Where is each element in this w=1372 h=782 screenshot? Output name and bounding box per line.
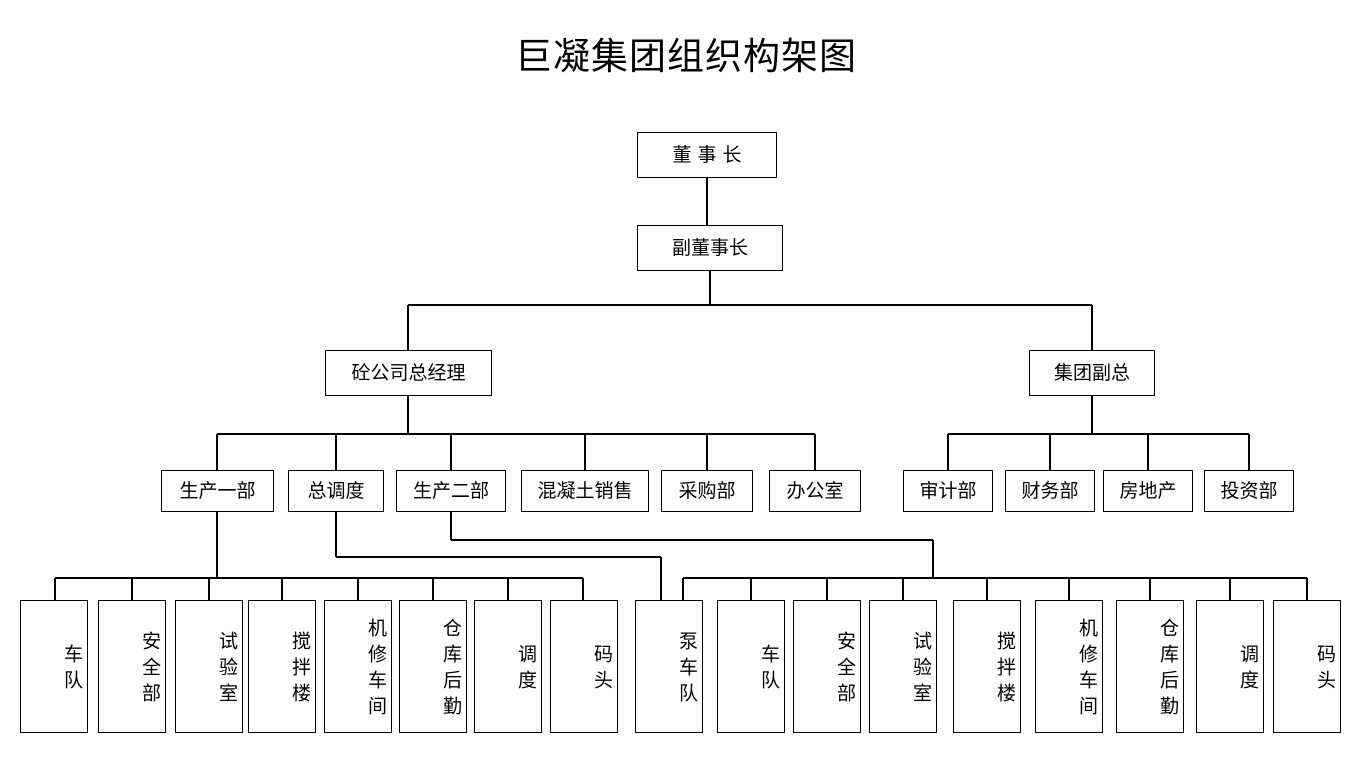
org-node-label: 采购部 <box>678 480 736 502</box>
org-node-l5-b-mixer[interactable]: 搅拌楼 <box>953 600 1021 733</box>
org-node-investment[interactable]: 投资部 <box>1204 470 1294 512</box>
org-node-label: 仓库后勤 <box>440 617 462 722</box>
org-node-label: 调度 <box>515 643 537 696</box>
org-node-label: 安全部 <box>834 630 856 709</box>
org-node-prod-dept-1[interactable]: 生产一部 <box>161 470 274 512</box>
org-node-label: 办公室 <box>786 480 844 502</box>
org-node-label: 搅拌楼 <box>994 630 1016 709</box>
org-node-label: 机修车间 <box>365 617 387 722</box>
org-node-label: 试验室 <box>910 630 932 709</box>
org-node-general-dispatch[interactable]: 总调度 <box>288 470 384 512</box>
org-node-label: 集团副总 <box>1053 362 1130 384</box>
org-node-group-vp[interactable]: 集团副总 <box>1029 350 1155 396</box>
org-node-l5-b-repair[interactable]: 机修车间 <box>1035 600 1103 733</box>
org-node-prod-dept-2[interactable]: 生产二部 <box>396 470 506 512</box>
org-node-label: 搅拌楼 <box>289 630 311 709</box>
org-node-l5-a-dispatch[interactable]: 调度 <box>474 600 542 733</box>
org-node-label: 投资部 <box>1220 480 1278 502</box>
org-node-label: 试验室 <box>216 630 238 709</box>
org-node-l5-a-repair[interactable]: 机修车间 <box>324 600 392 733</box>
org-node-purchasing[interactable]: 采购部 <box>661 470 753 512</box>
org-node-label: 砼公司总经理 <box>351 362 466 384</box>
org-node-vice-chairman[interactable]: 副董事长 <box>637 225 783 271</box>
org-node-l5-b-warehouse[interactable]: 仓库后勤 <box>1116 600 1184 733</box>
org-node-label: 董 事 长 <box>672 144 742 166</box>
org-node-label: 审计部 <box>919 480 977 502</box>
org-node-label: 车队 <box>61 643 83 696</box>
org-node-real-estate[interactable]: 房地产 <box>1103 470 1193 512</box>
org-node-l5-a-lab[interactable]: 试验室 <box>175 600 243 733</box>
org-node-label: 码头 <box>1314 643 1336 696</box>
org-node-label: 仓库后勤 <box>1157 617 1179 722</box>
org-node-l5-a-mixer[interactable]: 搅拌楼 <box>248 600 316 733</box>
org-node-label: 副董事长 <box>671 237 748 259</box>
org-node-label: 机修车间 <box>1076 617 1098 722</box>
org-node-label: 码头 <box>591 643 613 696</box>
org-node-l5-a-fleet[interactable]: 车队 <box>20 600 88 733</box>
org-node-concrete-sales[interactable]: 混凝土销售 <box>521 470 649 512</box>
org-node-l5-b-wharf[interactable]: 码头 <box>1273 600 1341 733</box>
org-node-concrete-gm[interactable]: 砼公司总经理 <box>325 350 492 396</box>
org-node-label: 生产二部 <box>412 480 489 502</box>
org-node-l5-b-pumpfleet[interactable]: 泵车队 <box>635 600 703 733</box>
org-node-l5-b-fleet[interactable]: 车队 <box>717 600 785 733</box>
org-node-l5-a-wharf[interactable]: 码头 <box>550 600 618 733</box>
org-node-l5-b-lab[interactable]: 试验室 <box>869 600 937 733</box>
org-node-label: 生产一部 <box>179 480 256 502</box>
org-node-l5-b-dispatch[interactable]: 调度 <box>1196 600 1264 733</box>
org-node-label: 车队 <box>758 643 780 696</box>
org-node-label: 泵车队 <box>676 630 698 709</box>
org-node-label: 调度 <box>1237 643 1259 696</box>
org-node-audit[interactable]: 审计部 <box>903 470 993 512</box>
org-node-label: 房地产 <box>1119 480 1177 502</box>
org-node-chairman[interactable]: 董 事 长 <box>637 132 777 178</box>
org-node-office[interactable]: 办公室 <box>769 470 861 512</box>
org-node-l5-a-warehouse[interactable]: 仓库后勤 <box>399 600 467 733</box>
org-node-l5-a-safety[interactable]: 安全部 <box>98 600 166 733</box>
org-node-finance[interactable]: 财务部 <box>1005 470 1095 512</box>
org-node-label: 混凝土销售 <box>537 480 633 502</box>
page-title: 巨凝集团组织构架图 <box>515 35 857 78</box>
org-node-label: 总调度 <box>307 480 365 502</box>
org-node-l5-b-safety[interactable]: 安全部 <box>793 600 861 733</box>
org-node-label: 财务部 <box>1021 480 1079 502</box>
org-node-label: 安全部 <box>139 630 161 709</box>
